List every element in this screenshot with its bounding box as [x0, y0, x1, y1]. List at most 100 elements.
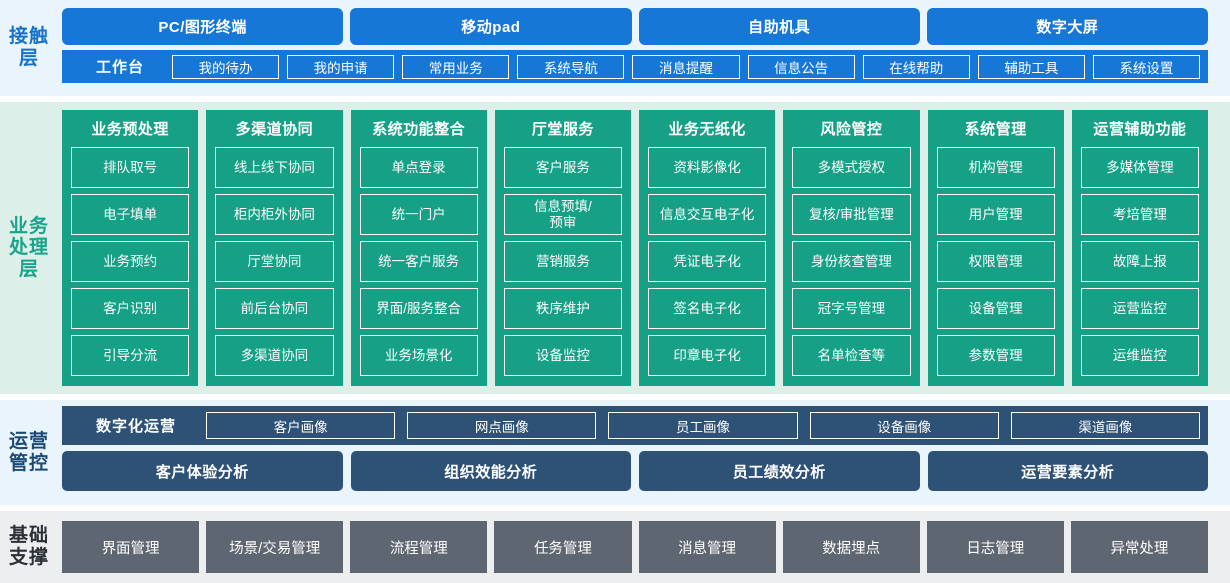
workbench-bar: 工作台 我的待办 我的申请 常用业务 系统导航 消息提醒 信息公告 在线帮助 辅… [62, 50, 1208, 83]
biz-item[interactable]: 凭证电子化 [648, 241, 767, 282]
biz-item[interactable]: 客户服务 [503, 147, 622, 188]
biz-item[interactable]: 线上线下协同 [215, 147, 334, 188]
biz-item[interactable]: 秩序维护 [503, 288, 622, 329]
layer-foundation-label: 基础支撑 [8, 525, 49, 568]
biz-item[interactable]: 多模式授权 [792, 147, 911, 188]
workbench-item-system-settings[interactable]: 系统设置 [1092, 54, 1200, 79]
portrait-chip-employee[interactable]: 员工画像 [608, 412, 798, 439]
biz-item[interactable]: 多媒体管理 [1080, 147, 1199, 188]
biz-column-title: 业务预处理 [91, 121, 169, 138]
foundation-chip-data-tracking[interactable]: 数据埋点 [782, 521, 920, 573]
biz-item[interactable]: 信息交互电子化 [648, 194, 767, 235]
biz-column-title: 业务无纸化 [668, 121, 746, 138]
foundation-chip-message-management[interactable]: 消息管理 [638, 521, 776, 573]
channel-chip-pc[interactable]: PC/图形终端 [62, 8, 344, 45]
biz-item[interactable]: 营销服务 [503, 241, 622, 282]
biz-item[interactable]: 业务预约 [71, 241, 190, 282]
biz-item[interactable]: 名单检查等 [792, 335, 911, 376]
channel-chip-self-service[interactable]: 自助机具 [638, 8, 920, 45]
portrait-chip-channel[interactable]: 渠道画像 [1010, 412, 1201, 439]
foundation-chip-task-management[interactable]: 任务管理 [494, 521, 632, 573]
foundation-chip-log-management[interactable]: 日志管理 [926, 521, 1064, 573]
biz-item[interactable]: 考培管理 [1080, 194, 1199, 235]
biz-column-title: 系统功能整合 [372, 121, 466, 138]
analysis-chip-org-efficiency[interactable]: 组织效能分析 [350, 451, 631, 491]
biz-item[interactable]: 运营监控 [1080, 288, 1199, 329]
biz-column-title: 运营辅助功能 [1093, 121, 1187, 138]
biz-item[interactable]: 排队取号 [71, 147, 190, 188]
workbench-item-my-todo[interactable]: 我的待办 [172, 54, 280, 79]
biz-item[interactable]: 运维监控 [1080, 335, 1199, 376]
biz-item[interactable]: 厅堂协同 [215, 241, 334, 282]
biz-column-title: 多渠道协同 [235, 121, 314, 138]
biz-item[interactable]: 柜内柜外协同 [215, 194, 334, 235]
portrait-chip-customer[interactable]: 客户画像 [206, 412, 396, 439]
biz-item[interactable]: 设备监控 [503, 335, 622, 376]
biz-item[interactable]: 故障上报 [1080, 241, 1199, 282]
biz-item[interactable]: 用户管理 [936, 194, 1055, 235]
biz-column-multichannel: 多渠道协同 线上线下协同 柜内柜外协同 厅堂协同 前后台协同 多渠道协同 [206, 110, 343, 386]
biz-item[interactable]: 单点登录 [359, 147, 478, 188]
biz-column-system-integration: 系统功能整合 单点登录 统一门户 统一客户服务 界面/服务整合 业务场景化 [350, 110, 487, 386]
biz-column-system-management: 系统管理 机构管理 用户管理 权限管理 设备管理 参数管理 [927, 110, 1064, 386]
layer-business-label: 业务处理层 [8, 215, 49, 280]
biz-item[interactable]: 多渠道协同 [215, 335, 334, 376]
workbench-item-announcement[interactable]: 信息公告 [747, 54, 855, 79]
biz-item[interactable]: 复核/审批管理 [792, 194, 911, 235]
layer-business: 业务处理层 业务预处理 排队取号 电子填单 业务预约 客户识别 引导分流 多渠道… [0, 102, 1230, 394]
digital-operations-bar: 数字化运营 客户画像 网点画像 员工画像 设备画像 渠道画像 [62, 406, 1208, 445]
biz-column-operations-support: 运营辅助功能 多媒体管理 考培管理 故障上报 运营监控 运维监控 [1071, 110, 1208, 386]
layer-contact-label: 接触层 [8, 26, 49, 69]
portrait-chip-branch[interactable]: 网点画像 [407, 412, 597, 439]
biz-item[interactable]: 统一客户服务 [359, 241, 478, 282]
biz-item[interactable]: 统一门户 [359, 194, 478, 235]
workbench-item-my-application[interactable]: 我的申请 [287, 54, 395, 79]
analysis-chip-customer-experience[interactable]: 客户体验分析 [62, 451, 343, 491]
biz-item[interactable]: 参数管理 [936, 335, 1055, 376]
biz-item[interactable]: 身份核查管理 [792, 241, 911, 282]
biz-item[interactable]: 冠字号管理 [792, 288, 911, 329]
channel-chip-digital-screen[interactable]: 数字大屏 [926, 8, 1208, 45]
biz-item[interactable]: 业务场景化 [359, 335, 478, 376]
analysis-chip-employee-performance[interactable]: 员工绩效分析 [639, 451, 920, 491]
biz-item[interactable]: 签名电子化 [648, 288, 767, 329]
biz-item[interactable]: 印章电子化 [648, 335, 767, 376]
channel-row: PC/图形终端 移动pad 自助机具 数字大屏 [62, 8, 1208, 45]
foundation-chip-exception-handling[interactable]: 异常处理 [1070, 521, 1208, 573]
workbench-item-aux-tools[interactable]: 辅助工具 [977, 54, 1085, 79]
workbench-item-system-navigation[interactable]: 系统导航 [517, 54, 625, 79]
biz-item[interactable]: 客户识别 [71, 288, 190, 329]
layer-operations-label: 运营管控 [8, 430, 49, 474]
layer-foundation-body: 界面管理 场景/交易管理 流程管理 任务管理 消息管理 数据埋点 日志管理 异常… [58, 511, 1230, 583]
foundation-chip-scenario-transaction[interactable]: 场景/交易管理 [206, 521, 344, 573]
biz-item[interactable]: 引导分流 [71, 335, 190, 376]
analysis-chip-operation-factors[interactable]: 运营要素分析 [927, 451, 1208, 491]
biz-item[interactable]: 信息预填/ 预审 [503, 194, 622, 235]
biz-item[interactable]: 前后台协同 [215, 288, 334, 329]
analysis-row: 客户体验分析 组织效能分析 员工绩效分析 运营要素分析 [62, 451, 1208, 491]
biz-item[interactable]: 权限管理 [936, 241, 1055, 282]
biz-item[interactable]: 设备管理 [936, 288, 1055, 329]
workbench-item-message-alert[interactable]: 消息提醒 [632, 54, 740, 79]
layer-operations-body: 数字化运营 客户画像 网点画像 员工画像 设备画像 渠道画像 客户体验分析 组织… [58, 400, 1230, 505]
portrait-chip-device[interactable]: 设备画像 [809, 412, 999, 439]
biz-item[interactable]: 机构管理 [936, 147, 1055, 188]
biz-item[interactable]: 资料影像化 [648, 147, 767, 188]
foundation-chip-ui-management[interactable]: 界面管理 [62, 521, 200, 573]
biz-column-risk-control: 风险管控 多模式授权 复核/审批管理 身份核查管理 冠字号管理 名单检查等 [783, 110, 920, 386]
layer-business-body: 业务预处理 排队取号 电子填单 业务预约 客户识别 引导分流 多渠道协同 线上线… [58, 102, 1230, 394]
workbench-title: 工作台 [96, 59, 145, 76]
biz-column-lobby-service: 厅堂服务 客户服务 信息预填/ 预审 营销服务 秩序维护 设备监控 [494, 110, 631, 386]
workbench-item-common-business[interactable]: 常用业务 [402, 54, 510, 79]
biz-column-title: 风险管控 [820, 121, 883, 138]
channel-chip-mobile-pad[interactable]: 移动pad [350, 8, 632, 45]
biz-column-preprocessing: 业务预处理 排队取号 电子填单 业务预约 客户识别 引导分流 [62, 110, 199, 386]
layer-contact: 接触层 PC/图形终端 移动pad 自助机具 数字大屏 工作台 我的待办 我的申… [0, 0, 1230, 96]
workbench-item-online-help[interactable]: 在线帮助 [862, 54, 970, 79]
biz-item[interactable]: 电子填单 [71, 194, 190, 235]
layer-contact-body: PC/图形终端 移动pad 自助机具 数字大屏 工作台 我的待办 我的申请 常用… [58, 0, 1230, 96]
foundation-chip-process-management[interactable]: 流程管理 [350, 521, 488, 573]
layer-foundation: 基础支撑 界面管理 场景/交易管理 流程管理 任务管理 消息管理 数据埋点 日志… [0, 511, 1230, 583]
biz-item[interactable]: 界面/服务整合 [359, 288, 478, 329]
